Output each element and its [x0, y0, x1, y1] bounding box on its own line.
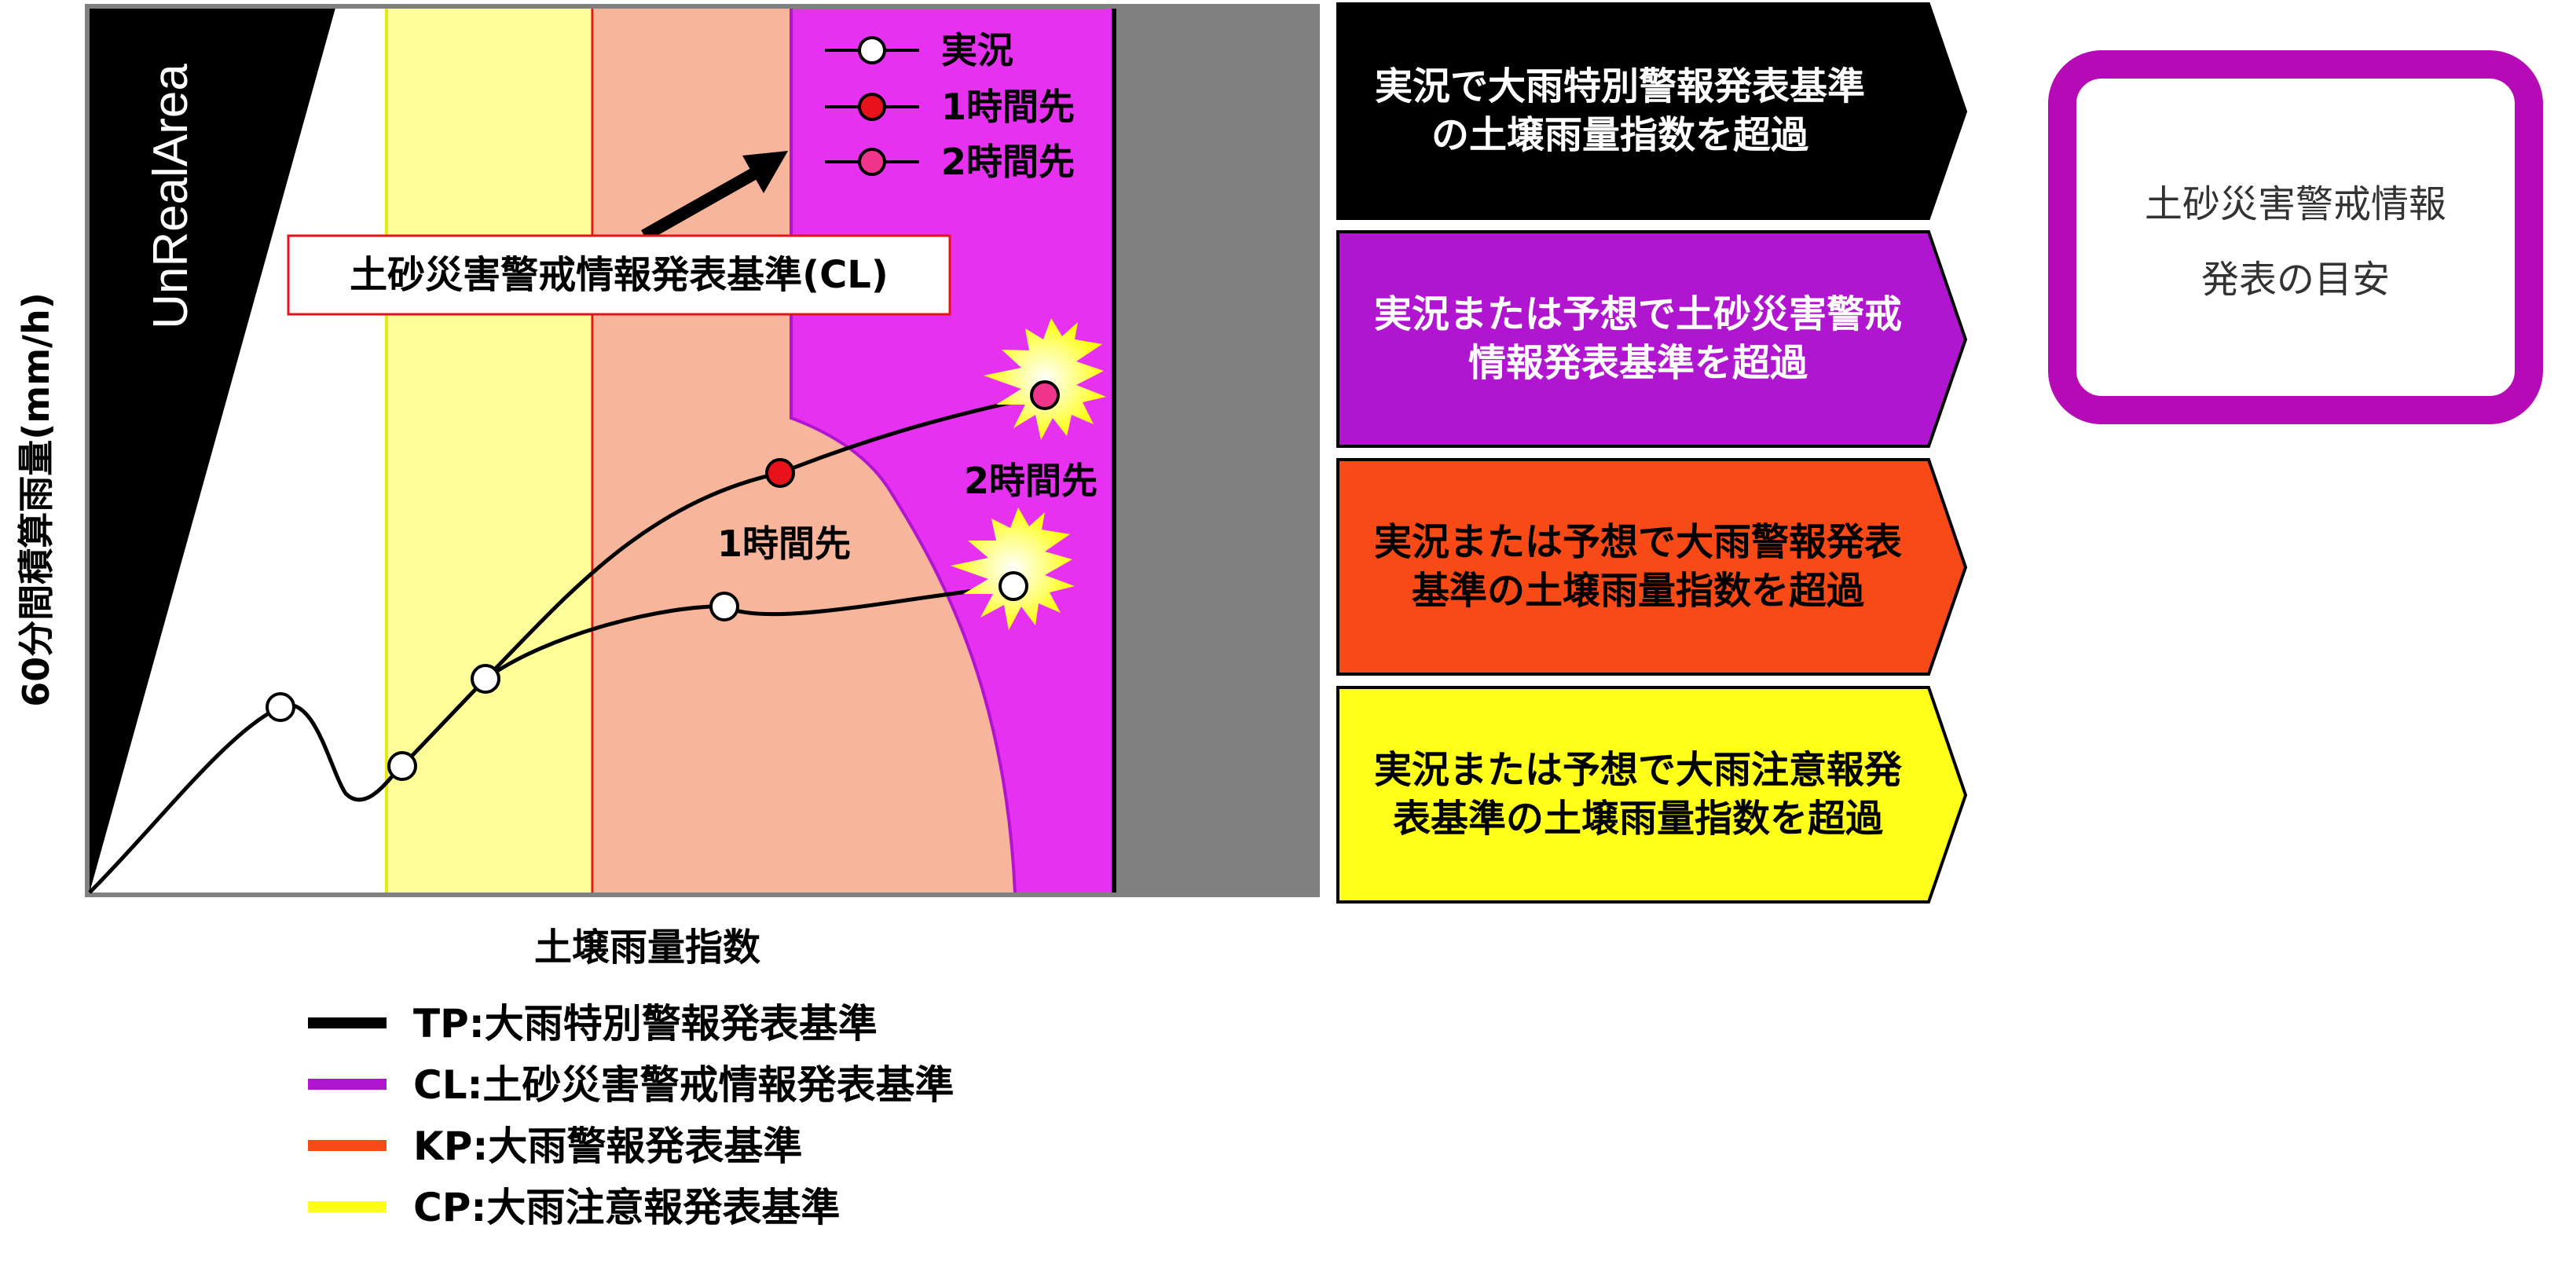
arrow-shape-cp [1336, 686, 1968, 904]
unreal-area [90, 8, 335, 893]
arrow-text-cl-line2: 情報発表基準を超過 [1468, 341, 1808, 385]
arrow-text-kp-line2: 基準の土壌雨量指数を超過 [1412, 569, 1865, 613]
arrow-text-cp-line2: 表基準の土壌雨量指数を超過 [1393, 797, 1884, 841]
cp-zone [387, 8, 592, 893]
observed-point [387, 751, 417, 781]
legend-label-tp: TP:大雨特別警報発表基準 [413, 1001, 878, 1047]
key-marker-observed [858, 36, 886, 64]
legend-label-kp: KP:大雨警報発表基準 [413, 1124, 802, 1169]
forecast-1h-point [765, 458, 795, 488]
y-axis-label: 60分間積算雨量(mm/h) [15, 292, 57, 706]
chart-key: 実況 1時間先 2時間先 [825, 29, 1075, 183]
legend: TP:大雨特別警報発表基準 CL:土砂災害警戒情報発表基準 KP:大雨警報発表基… [308, 1001, 955, 1230]
callout-arrow-shaft [641, 166, 761, 241]
legend-label-cl: CL:土砂災害警戒情報発表基準 [413, 1062, 955, 1108]
label-1h-ahead: 1時間先 [717, 522, 851, 565]
chart-frame [85, 4, 1320, 897]
observed-point [471, 664, 500, 694]
cl-callout-box [287, 234, 951, 316]
callout-arrow-head [742, 151, 788, 193]
arrow-box-kp: 実況または予想で大雨警報発表 基準の土壌雨量指数を超過 [1336, 458, 1968, 676]
key-label-1h: 1時間先 [941, 86, 1075, 128]
arrow-box-cl: 実況または予想で土砂災害警戒 情報発表基準を超過 [1336, 230, 1968, 448]
key-marker-1h [858, 93, 886, 121]
cl-boundary-line [790, 8, 1017, 893]
arrow-shape-cl [1336, 230, 1968, 448]
forecast-2h-point [1030, 380, 1060, 410]
guide-box: 土砂災害警戒情報 発表の目安 [2048, 50, 2543, 424]
cl-zone [791, 8, 1116, 893]
cl-callout-text: 土砂災害警戒情報発表基準(CL) [350, 253, 889, 297]
guide-box-line1: 土砂災害警戒情報 [2145, 182, 2446, 226]
arrow-shape-tp [1336, 2, 1968, 220]
arrow-text-cl-line1: 実況または予想で土砂災害警戒 [1374, 292, 1902, 336]
key-marker-2h [858, 148, 886, 176]
arrow-box-cp: 実況または予想で大雨注意報発 表基準の土壌雨量指数を超過 [1336, 686, 1968, 904]
unreal-area-label: UnRealArea [144, 64, 198, 329]
observed-point [999, 571, 1028, 601]
arrow-shape-kp [1336, 458, 1968, 676]
arrow-text-kp-line1: 実況または予想で大雨警報発表 [1374, 520, 1902, 564]
guide-box-frame [2048, 50, 2543, 424]
x-axis-label: 土壌雨量指数 [534, 926, 760, 970]
observed-point [266, 692, 295, 722]
label-2h-ahead: 2時間先 [964, 460, 1097, 502]
arrow-text-cp-line1: 実況または予想で大雨注意報発 [1374, 748, 1903, 792]
legend-label-cp: CP:大雨注意報発表基準 [413, 1185, 840, 1230]
arrow-text-tp-line2: の土壌雨量指数を超過 [1431, 113, 1809, 157]
key-label-observed: 実況 [941, 29, 1013, 71]
arrow-text-tp-line1: 実況で大雨特別警報発表基準 [1375, 64, 1865, 108]
chart: UnRealArea 1時間先 2時間先 実況 1時間先 [85, 4, 1320, 897]
burst-2h [984, 318, 1106, 440]
observed-point [709, 592, 739, 621]
burst-observed [951, 508, 1075, 630]
guide-box-line2: 発表の目安 [2201, 258, 2390, 302]
key-label-2h: 2時間先 [941, 141, 1075, 183]
arrow-box-tp: 実況で大雨特別警報発表基準 の土壌雨量指数を超過 [1336, 2, 1968, 220]
